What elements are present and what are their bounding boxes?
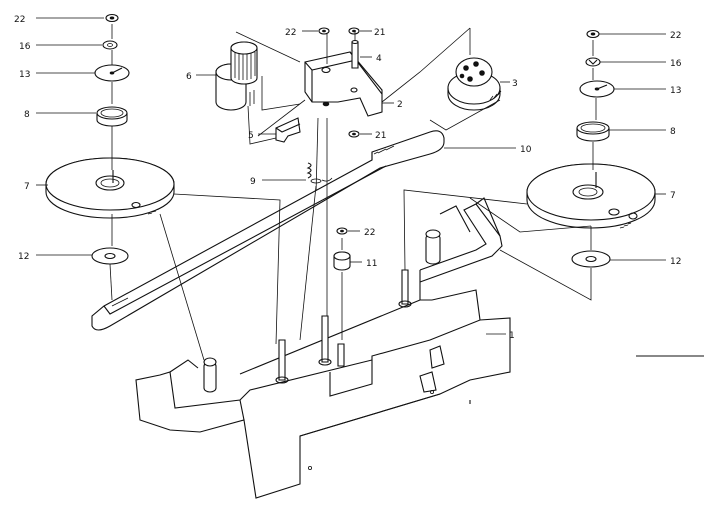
leader-lines [36,17,704,357]
callout-left-8: 8 [24,110,30,120]
e-clips-top [318,27,360,138]
callout-item-6: 6 [186,72,192,82]
right-reel-assembly [526,29,656,268]
callout-right-16: 16 [670,59,682,69]
callout-left-13: 13 [19,70,30,80]
chassis-plate-part-1 [135,197,511,499]
callout-mid-22: 22 [364,228,375,238]
pulley-gear-part-3 [447,28,502,111]
callout-right-8: 8 [670,127,676,137]
callout-top-21a: 21 [374,28,385,38]
spring-part-9 [306,162,333,184]
callout-right-22: 22 [670,31,681,41]
callout-item-2: 2 [397,100,403,110]
drive-belt-part-10 [91,130,445,331]
callout-item-5: 5 [248,131,254,141]
callout-top-21b: 21 [375,131,386,141]
callout-left-7: 7 [24,182,30,192]
callout-item-10: 10 [520,145,532,155]
callout-labels: 22 16 13 8 7 12 22 21 4 6 3 2 5 21 10 9 … [14,15,682,341]
callout-left-22: 22 [14,15,25,25]
callout-left-12: 12 [18,252,29,262]
callout-item-4: 4 [376,54,382,64]
callout-top-22: 22 [285,28,296,38]
callout-right-7: 7 [670,191,676,201]
callout-right-13: 13 [670,86,681,96]
gear-part-6 [215,41,258,111]
pinch-roller-part-11 [333,227,351,340]
callout-item-1: 1 [509,331,515,341]
callout-item-11: 11 [366,259,377,269]
assembly-lines-lower [109,118,592,361]
callout-item-3: 3 [512,79,518,89]
assembly-lines-top [235,27,501,195]
bracket-part-2 [304,30,383,117]
callout-item-9: 9 [250,177,256,187]
clip-part-5 [275,117,301,143]
callout-right-12: 12 [670,257,681,267]
callout-left-16: 16 [19,42,31,52]
left-reel-assembly [45,13,175,265]
